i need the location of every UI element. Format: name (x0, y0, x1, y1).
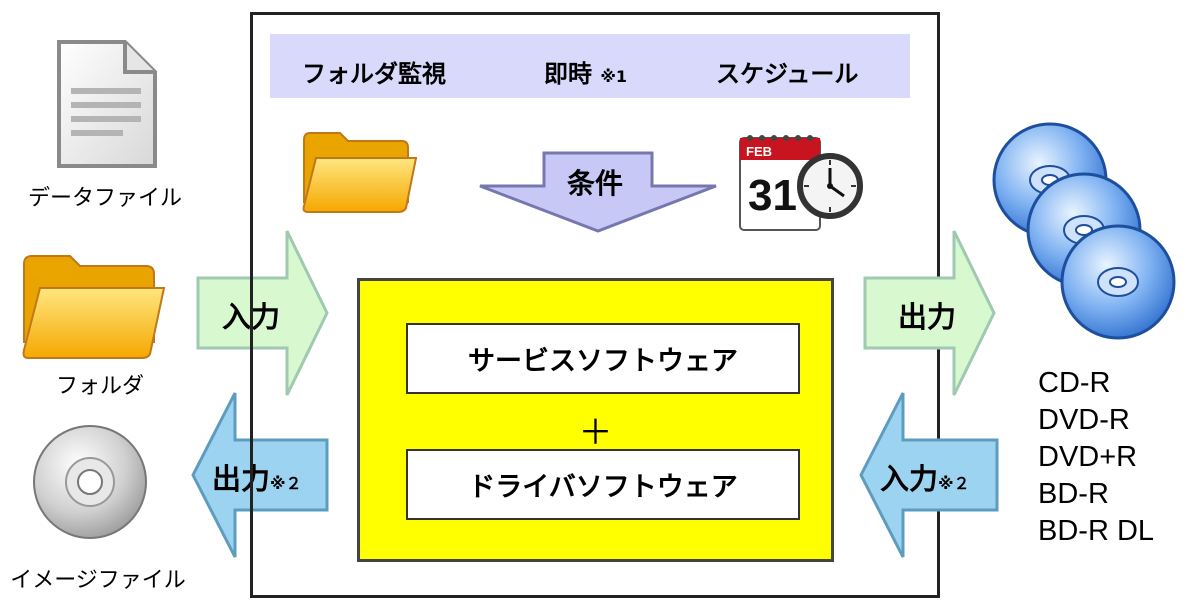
trigger-immediate: 即時 ※1 (544, 54, 627, 89)
input-arrow-right-label: 入力※２ (880, 456, 970, 498)
trigger-immediate-text: 即時 (544, 60, 592, 88)
plus-sign: ＋ (578, 413, 613, 453)
note-2-right: ※２ (938, 474, 970, 493)
note-2-left: ※２ (270, 474, 302, 493)
driver-software-label: ドライバソフトウェア (468, 472, 738, 503)
folder-icon (22, 255, 166, 359)
input-arrow-right (859, 392, 999, 558)
output-arrow-left-label: 出力※２ (212, 456, 302, 498)
service-software-label: サービスソフトウェア (468, 346, 738, 377)
image-file-label: イメージファイル (10, 568, 186, 593)
media-item: BD-R DL (1038, 515, 1155, 547)
data-file-label: データファイル (27, 186, 182, 211)
media-item: DVD-R (1038, 404, 1130, 436)
trigger-bar: フォルダ監視 即時 ※1 スケジュール (270, 34, 910, 98)
service-software-box: サービスソフトウェア (406, 323, 800, 394)
calendar-clock-icon: FEB 31 (739, 135, 863, 231)
trigger-folder-watch: フォルダ監視 (302, 60, 446, 88)
condition-label: 条件 (567, 167, 624, 200)
folder-label: フォルダ (55, 374, 144, 399)
output-left-text: 出力 (212, 462, 271, 496)
blue-discs-icon (992, 122, 1176, 340)
media-item: DVD+R (1038, 441, 1138, 473)
driver-software-box: ドライバソフトウェア (406, 449, 800, 520)
media-list: CD-R DVD-R DVD+R BD-R BD-R DL (1038, 365, 1154, 550)
folder-trigger-icon (302, 132, 418, 213)
calendar-month: FEB (746, 144, 772, 159)
trigger-schedule: スケジュール (716, 60, 859, 88)
disc-image-icon (33, 425, 147, 539)
note-1: ※1 (600, 67, 628, 86)
condition-arrow (479, 151, 717, 233)
document-icon (57, 40, 157, 168)
output-arrow-right-label: 出力 (898, 300, 957, 334)
output-arrow-left (191, 392, 329, 558)
calendar-day: 31 (748, 171, 797, 220)
output-arrow-right (863, 230, 996, 396)
media-item: CD-R (1038, 367, 1111, 399)
media-item: BD-R (1038, 478, 1109, 510)
input-arrow-left (196, 230, 329, 396)
input-right-text: 入力 (880, 462, 939, 496)
software-panel: サービスソフトウェア ＋ ドライバソフトウェア (357, 278, 834, 562)
